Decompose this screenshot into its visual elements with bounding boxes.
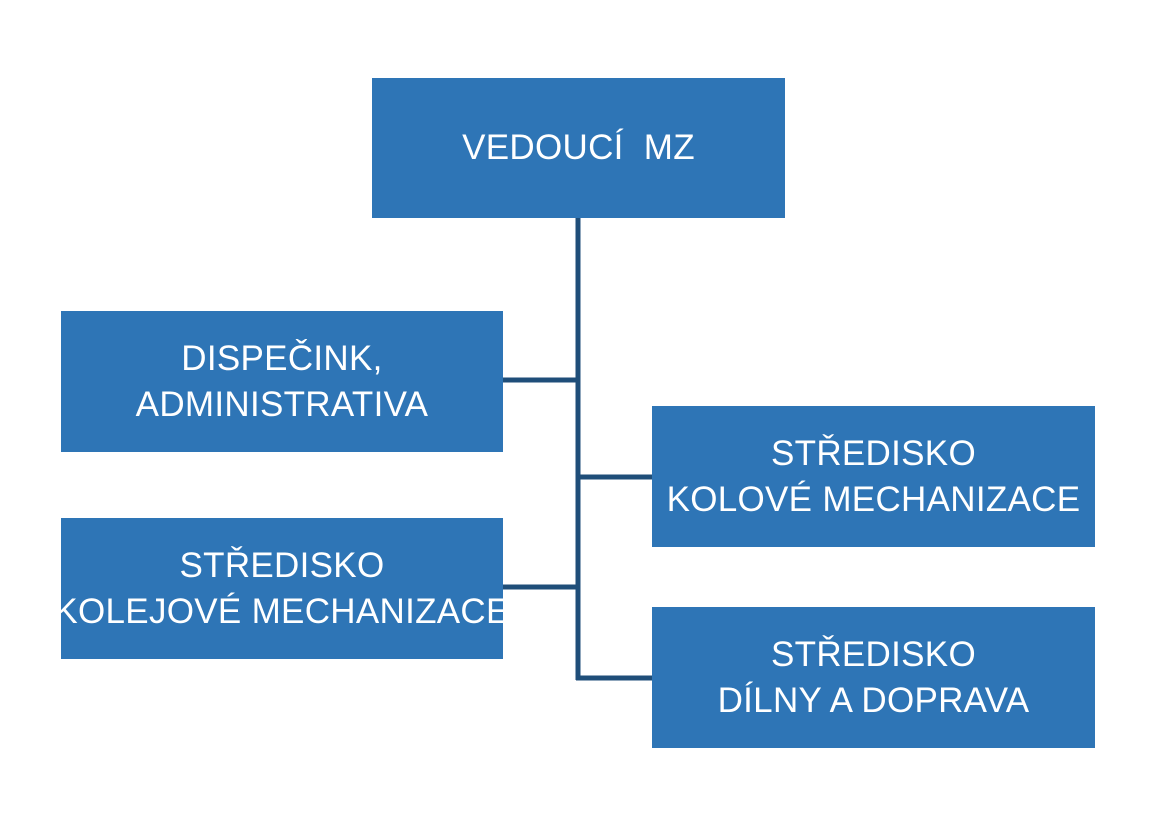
node-vedouci-mz-line-1: VEDOUCÍ MZ <box>462 128 695 167</box>
node-stredisko-kolejove-mechanizace: STŘEDISKO KOLEJOVÉ MECHANIZACE <box>54 518 509 659</box>
node-dispecink-line-1: DISPEČINK, <box>181 338 383 378</box>
node-dispecink-administrativa: DISPEČINK, ADMINISTRATIVA <box>61 311 503 452</box>
node-kolove-line-2: KOLOVÉ MECHANIZACE <box>666 479 1081 519</box>
node-vedouci-mz: VEDOUCÍ MZ <box>372 78 785 218</box>
node-stredisko-kolove-mechanizace: STŘEDISKO KOLOVÉ MECHANIZACE <box>652 406 1095 547</box>
node-kolejove-line-1: STŘEDISKO <box>179 545 385 585</box>
node-dilny-line-1: STŘEDISKO <box>771 634 976 674</box>
node-kolove-line-1: STŘEDISKO <box>771 433 976 473</box>
node-stredisko-dilny-a-doprava: STŘEDISKO DÍLNY A DOPRAVA <box>652 607 1095 748</box>
node-dispecink-line-2: ADMINISTRATIVA <box>135 384 429 424</box>
node-dilny-line-2: DÍLNY A DOPRAVA <box>717 680 1030 720</box>
node-kolejove-line-2: KOLEJOVÉ MECHANIZACE <box>54 591 510 631</box>
